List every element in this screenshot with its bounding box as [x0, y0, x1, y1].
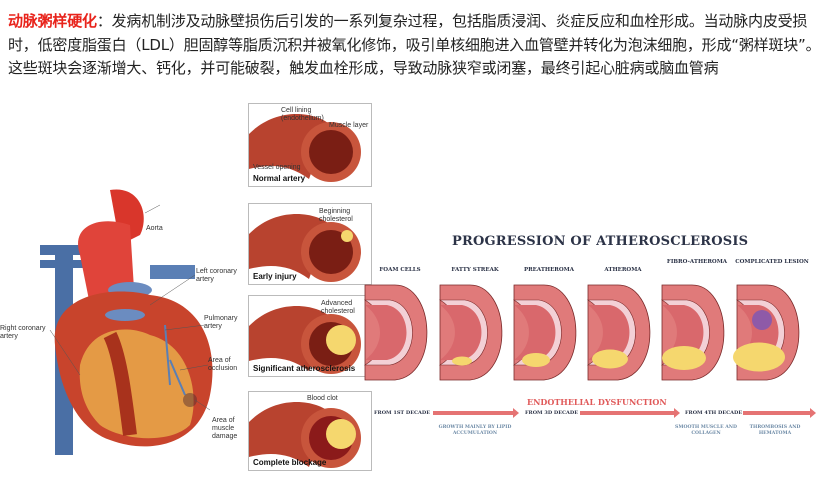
- description-body: ：发病机制涉及动脉壁损伤后引发的一系列复杂过程，包括脂质浸润、炎症反应和血栓形成…: [8, 12, 821, 77]
- plaque: [452, 356, 472, 366]
- artery-icon: [249, 402, 361, 468]
- progression-title: PROGRESSION OF ATHEROSCLEROSIS: [452, 234, 749, 249]
- vessel-section: [733, 284, 800, 381]
- label-muscle-layer: Muscle layer: [329, 122, 369, 129]
- label-occlusion: Area of occlusion: [208, 357, 238, 372]
- progression-vessels: [363, 284, 800, 381]
- timeline-arrow: [580, 408, 680, 418]
- label-blood-clot: Blood clot: [307, 395, 338, 402]
- heart-icon: [40, 189, 213, 455]
- label-advanced-cholesterol: Advanced cholesterol: [321, 300, 355, 315]
- label-cell-lining: Cell lining (endothelium): [281, 107, 324, 122]
- panel-complete-blockage: Blood clot Complete blockage: [248, 391, 372, 471]
- timeline-1st-decade: FROM 1ST DECADE: [374, 410, 431, 416]
- stage-label: FOAM CELLS: [379, 267, 421, 273]
- vessel-section: [586, 284, 651, 381]
- stage-label: PREATHEROMA: [523, 267, 575, 273]
- timeline-arrow: [743, 408, 816, 418]
- panel-significant-atherosclerosis: Advanced cholesterol Significant atheros…: [248, 295, 372, 377]
- description-paragraph: 动脉粥样硬化：发病机制涉及动脉壁损伤后引发的一系列复杂过程，包括脂质浸润、炎症反…: [8, 10, 826, 81]
- panel-title: Significant atherosclerosis: [253, 364, 356, 373]
- label-left-coronary: Left coronary artery: [196, 268, 237, 283]
- panel-early-injury: Beginning cholesterol Early injury: [248, 203, 372, 285]
- label-beginning-cholesterol: Beginning cholesterol: [319, 208, 353, 223]
- panel-title: Complete blockage: [253, 458, 327, 467]
- plaque: [522, 353, 550, 367]
- vessel-section: [438, 284, 503, 381]
- stage-label: ATHEROMA: [604, 267, 642, 273]
- artery-icon: [249, 214, 361, 282]
- stage-label: COMPLICATED LESION: [735, 259, 809, 265]
- thrombus: [752, 310, 772, 330]
- vessel-section: [363, 284, 428, 381]
- vessel-section: [512, 284, 577, 381]
- label-aorta: Aorta: [146, 225, 163, 232]
- heart-illustration: Aorta Left coronary artery Pulmonary art…: [0, 185, 248, 474]
- panel-title: Early injury: [253, 272, 297, 281]
- plaque: [662, 346, 706, 370]
- term-highlight: 动脉粥样硬化: [8, 12, 97, 30]
- timeline-3d-decade: FROM 3D DECADE: [525, 410, 579, 416]
- endothelial-banner: ENDOTHELIAL DYSFUNCTION: [527, 397, 667, 407]
- artery-icon: [249, 114, 361, 182]
- panel-normal-artery: Cell lining (endothelium) Muscle layer V…: [248, 103, 372, 187]
- timeline-arrow: [433, 408, 519, 418]
- note-thrombosis: THROMBOSIS AND HEMATOMA: [749, 425, 801, 436]
- label-muscle-damage: Area of muscle damage: [212, 417, 238, 440]
- plaque: [592, 349, 628, 369]
- label-pulmonary: Pulmonary artery: [204, 315, 238, 330]
- artery-icon: [249, 306, 361, 374]
- label-right-coronary: Right coronary artery: [0, 325, 46, 340]
- label-vessel-opening: Vessel opening: [253, 164, 301, 171]
- note-smooth-muscle: SMOOTH MUSCLE AND COLLAGEN: [675, 425, 737, 436]
- note-lipid: GROWTH MAINLY BY LIPID ACCUMULATION: [438, 425, 512, 436]
- panel-title: Normal artery: [253, 174, 306, 183]
- stage-label: FATTY STREAK: [451, 267, 499, 273]
- stage-label: FIBRO-ATHEROMA: [666, 259, 728, 265]
- vessel-section: [660, 284, 725, 381]
- timeline-4th-decade: FROM 4TH DECADE: [685, 410, 743, 416]
- plaque: [733, 342, 785, 372]
